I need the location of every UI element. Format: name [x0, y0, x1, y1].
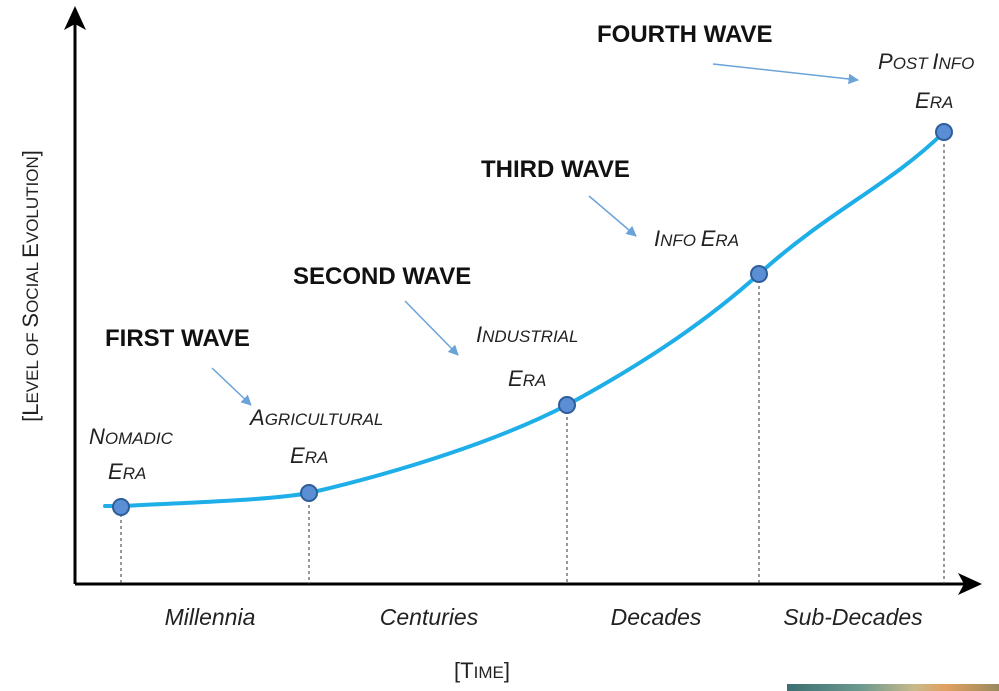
pointer-arrows	[211, 63, 860, 406]
point-agricultural	[300, 484, 318, 502]
era-label-post-info-line2: ERA	[915, 88, 953, 113]
era-label-industrial-line2: ERA	[508, 366, 546, 391]
photo-strip	[787, 684, 999, 691]
era-points	[112, 123, 953, 516]
wave-label-second: SECOND WAVE	[293, 263, 471, 290]
era-label-industrial-line1: INDUSTRIAL	[476, 322, 578, 347]
wave-label-fourth: FOURTH WAVE	[597, 21, 773, 48]
guide-lines	[120, 132, 945, 584]
point-nomadic	[112, 498, 130, 516]
era-label-nomadic-line1: NOMADIC	[89, 424, 174, 449]
y-axis-label: [LEVEL OF SOCIAL EVOLUTION]	[18, 150, 43, 422]
era-label-agricultural-line2: ERA	[290, 443, 328, 468]
period-label-millennia: Millennia	[165, 604, 256, 630]
pointer-arrow-icon	[588, 195, 637, 237]
era-label-info: INFO ERA	[654, 226, 739, 251]
period-label-centuries: Centuries	[380, 604, 479, 630]
era-label-agricultural-line1: AGRICULTURAL	[248, 405, 383, 430]
wave-label-third: THIRD WAVE	[481, 156, 630, 183]
era-label-nomadic-line2: ERA	[108, 459, 146, 484]
period-label-sub-decades: Sub-Decades	[783, 604, 923, 630]
wave-label-first: FIRST WAVE	[105, 325, 250, 352]
x-axis-arrowhead-icon	[958, 573, 982, 595]
y-axis-arrowhead-icon	[64, 6, 86, 30]
period-label-decades: Decades	[611, 604, 702, 630]
pointer-arrow-icon	[712, 63, 860, 85]
x-axis-label: [TIME]	[454, 658, 510, 683]
point-post-info	[935, 123, 953, 141]
axes	[64, 6, 982, 595]
point-info	[750, 265, 768, 283]
era-label-post-info-line1: POST INFO	[878, 49, 974, 74]
evolution-curve	[103, 130, 946, 508]
point-industrial	[558, 396, 576, 414]
pointer-arrow-icon	[211, 367, 252, 406]
pointer-arrow-icon	[404, 300, 459, 356]
